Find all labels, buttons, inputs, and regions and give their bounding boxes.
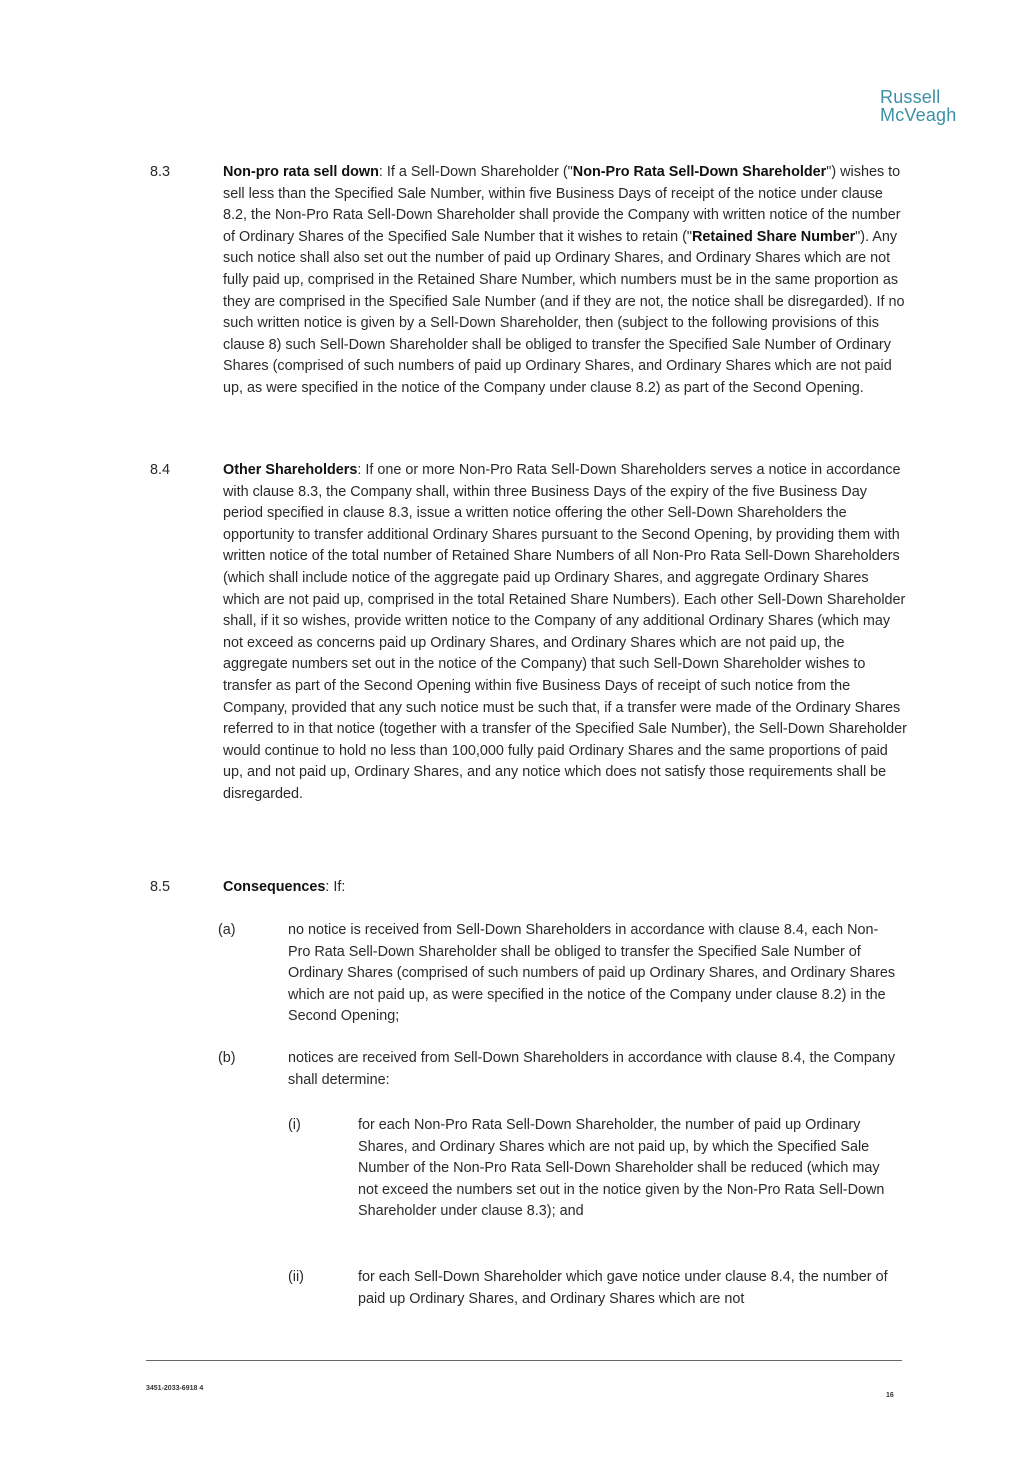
clause-text: : If one or more Non-Pro Rata Sell-Down … bbox=[223, 462, 907, 802]
clause-number: 8.4 bbox=[150, 462, 171, 478]
subclause-text: notices are received from Sell-Down Shar… bbox=[288, 1050, 896, 1088]
page-number: 16 bbox=[886, 1392, 894, 1399]
firm-logo: Russell McVeagh bbox=[880, 88, 956, 124]
subclause-text: for each Non-Pro Rata Sell-Down Sharehol… bbox=[358, 1117, 885, 1220]
logo-line-1: Russell bbox=[880, 87, 941, 107]
logo-line-2: McVeagh bbox=[880, 105, 957, 125]
footer-divider bbox=[146, 1360, 902, 1361]
clause-heading: Other Shareholders bbox=[223, 462, 358, 478]
clause-text: "). Any such notice shall also set out t… bbox=[223, 228, 905, 396]
clause-text: : If: bbox=[325, 879, 346, 895]
clause-8-4: 8.4 Other Shareholders: If one or more N… bbox=[150, 460, 910, 806]
subclause-label: (b) bbox=[218, 1050, 236, 1066]
document-reference: 3451-2033-6918 4 bbox=[146, 1385, 204, 1392]
clause-heading: Non-pro rata sell down bbox=[223, 164, 379, 180]
clause-number: 8.3 bbox=[150, 164, 171, 180]
clause-body: Other Shareholders: If one or more Non-P… bbox=[223, 460, 907, 806]
clause-8-5: 8.5 Consequences: If: bbox=[150, 877, 910, 899]
clause-text: ") wishes to sell less than the Specifie… bbox=[223, 164, 901, 245]
clause-body: Non-pro rata sell down: If a Sell-Down S… bbox=[223, 162, 907, 400]
subclause-label: (i) bbox=[288, 1117, 301, 1133]
subclause-text: no notice is received from Sell-Down Sha… bbox=[288, 922, 896, 1025]
clause-heading: Consequences bbox=[223, 879, 326, 895]
defined-term: Non-Pro Rata Sell-Down Shareholder bbox=[572, 164, 827, 180]
subclause-label: (ii) bbox=[288, 1269, 304, 1285]
clause-8-3: 8.3 Non-pro rata sell down: If a Sell-Do… bbox=[150, 162, 910, 400]
defined-term: Retained Share Number bbox=[692, 228, 856, 245]
clause-body: Consequences: If: bbox=[223, 877, 907, 899]
subclause-text: for each Sell-Down Shareholder which gav… bbox=[358, 1269, 888, 1307]
clause-text: : If a Sell-Down Shareholder (" bbox=[378, 164, 573, 180]
subclause-label: (a) bbox=[218, 922, 236, 938]
clause-number: 8.5 bbox=[150, 879, 171, 895]
